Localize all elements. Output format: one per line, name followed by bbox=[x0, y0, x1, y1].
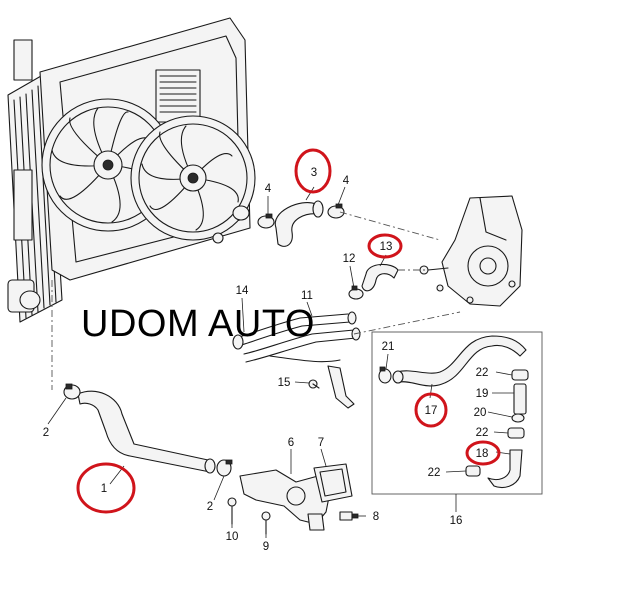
highlight-part-18 bbox=[465, 440, 501, 466]
callout-18: 18 bbox=[476, 448, 489, 460]
callout-2-upper: 2 bbox=[43, 427, 49, 439]
callout-4-right: 4 bbox=[343, 175, 350, 187]
highlight-part-13 bbox=[367, 233, 403, 259]
callout-3: 3 bbox=[311, 167, 317, 179]
highlight-part-17 bbox=[414, 392, 448, 428]
callout-22-top: 22 bbox=[476, 367, 489, 379]
gasket-part-7 bbox=[313, 463, 353, 503]
bolt-part-9 bbox=[261, 511, 271, 535]
hose-clamp-part-12 bbox=[348, 285, 364, 300]
highlight-marks bbox=[76, 148, 501, 514]
bypass-hose-part-13 bbox=[361, 263, 399, 292]
highlight-part-3 bbox=[294, 148, 332, 194]
callout-9: 9 bbox=[263, 541, 269, 553]
callout-8: 8 bbox=[373, 511, 379, 523]
callout-19: 19 bbox=[476, 388, 489, 400]
heater-pipe-assembly-part-11 bbox=[232, 311, 361, 409]
callout-13: 13 bbox=[380, 241, 393, 253]
clamp-part-22-bottom bbox=[465, 465, 481, 477]
oring-part-20 bbox=[511, 413, 525, 423]
callout-labels: 1 2 2 3 4 4 6 7 8 9 10 11 12 13 14 15 16… bbox=[43, 167, 489, 553]
heater-hose-part-18 bbox=[487, 449, 523, 489]
callout-22-middle: 22 bbox=[476, 427, 489, 439]
thermostat-housing-part-6 bbox=[239, 469, 331, 531]
callout-4-left: 4 bbox=[265, 183, 272, 195]
callout-21: 21 bbox=[382, 341, 395, 353]
connector-part-19 bbox=[513, 383, 527, 415]
hose-clamp-part-4-right bbox=[327, 203, 345, 219]
callout-15: 15 bbox=[278, 377, 291, 389]
callout-22-bottom: 22 bbox=[428, 467, 441, 479]
radiator-fan-assembly bbox=[7, 17, 256, 323]
callout-17: 17 bbox=[425, 405, 438, 417]
water-pump-housing bbox=[419, 195, 523, 307]
upper-radiator-hose-part-3 bbox=[274, 200, 324, 247]
bolt-part-10 bbox=[227, 497, 237, 525]
hose-clamp-part-4-left bbox=[257, 213, 275, 229]
callout-20: 20 bbox=[474, 407, 487, 419]
inset-box-part-16 bbox=[371, 331, 543, 495]
hose-clamp-part-2-upper bbox=[63, 383, 81, 400]
clamp-part-22-top bbox=[511, 369, 529, 381]
callout-16: 16 bbox=[450, 515, 463, 527]
callout-2-lower: 2 bbox=[207, 501, 213, 513]
callout-1: 1 bbox=[101, 483, 107, 495]
callout-12: 12 bbox=[343, 253, 356, 265]
callout-6: 6 bbox=[288, 437, 294, 449]
callout-10: 10 bbox=[226, 531, 239, 543]
clamp-part-22-middle bbox=[507, 427, 525, 439]
bracket-bolt-part-15 bbox=[308, 379, 320, 389]
callout-11: 11 bbox=[301, 290, 313, 302]
temperature-sensor-part-8 bbox=[339, 511, 359, 521]
callout-7: 7 bbox=[318, 437, 324, 449]
hose-clamp-part-21 bbox=[378, 366, 392, 384]
heater-hose-part-17 bbox=[392, 335, 527, 387]
watermark-text: UDOM AUTO bbox=[81, 303, 315, 345]
lower-radiator-hose-part-1 bbox=[77, 390, 216, 474]
hose-clamp-part-2-lower bbox=[216, 459, 233, 477]
highlight-part-1 bbox=[76, 462, 136, 514]
callout-14: 14 bbox=[236, 285, 249, 297]
